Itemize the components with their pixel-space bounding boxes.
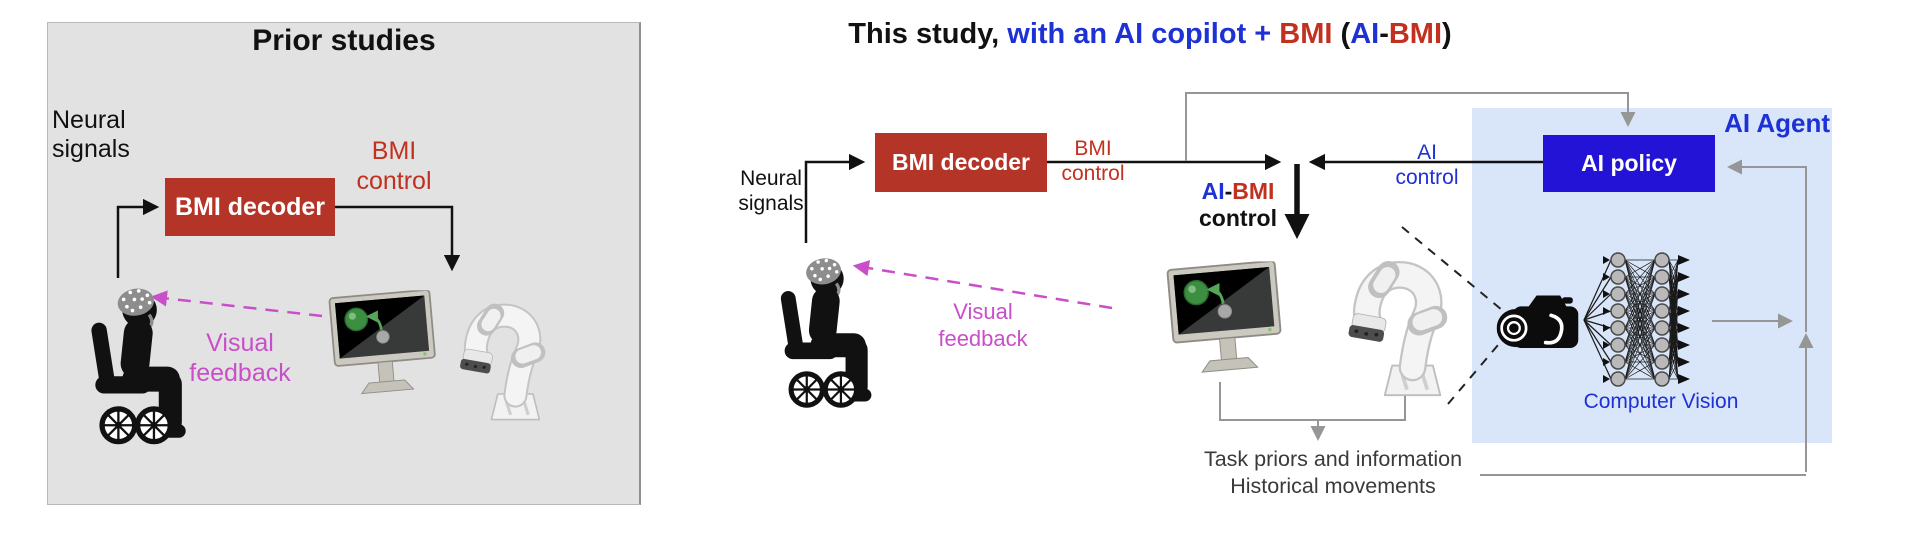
computer-vision-label: Computer Vision [1583,390,1739,413]
right-panel-title: This study, with an AI copilot + BMI (AI… [700,18,1600,51]
monitor-task-icon [328,288,440,400]
neural-network-icon [1583,252,1690,387]
robot-arm-icon [445,282,565,422]
ai-bmi-bmi: BMI [1232,178,1275,204]
title-bmi: BMI [1388,18,1443,50]
title-dash: - [1379,18,1389,50]
bmi-control-label: BMI control [1061,137,1125,185]
ai-control-label: AI control [1395,141,1459,189]
title-ai: AI [1350,18,1380,50]
robot-arm-icon [1328,236,1473,398]
ai-bmi-dash: - [1224,178,1233,204]
task-priors-label: Task priors and information Historical m… [1203,447,1463,498]
camera-icon [1496,290,1588,358]
bmi-decoder-box: BMI decoder [875,133,1047,192]
title-paren-open: ( [1332,18,1351,50]
left-panel-title: Prior studies [252,24,436,57]
ai-bmi-control-label: AI-BMI control [1168,178,1308,232]
ai-policy-box: AI policy [1543,135,1715,192]
monitor-task-icon [1166,256,1286,382]
ai-bmi-control-word: control [1199,205,1277,231]
title-part-blue: with an AI copilot + [1007,18,1280,50]
bmi-decoder-box: BMI decoder [165,178,335,236]
bmi-control-label: BMI control [356,137,432,195]
visual-feedback-label: Visual feedback [938,299,1028,351]
title-part-black: This study, [848,18,1008,50]
ai-agent-label: AI Agent [1724,108,1830,138]
wheelchair-user-icon [768,242,888,430]
neural-signals-label: Neural signals [738,167,804,215]
neural-signals-label: Neural signals [52,106,130,163]
title-paren-close: ) [1442,18,1452,50]
ai-bmi-ai: AI [1201,178,1225,204]
visual-feedback-label: Visual feedback [189,329,291,387]
ai-bmi-line: AI-BMI [1168,178,1308,205]
title-part-red: BMI [1279,18,1333,50]
